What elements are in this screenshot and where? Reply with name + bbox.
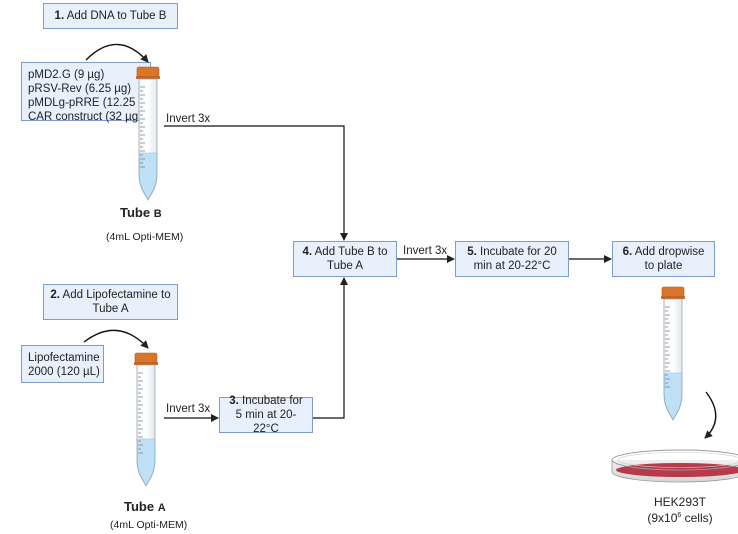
invert-label-step-4: Invert 3x (403, 245, 448, 257)
arrow-step-3-to-step-4 (313, 277, 348, 419)
step-4-text: Add Tube B to Tube A (314, 246, 388, 272)
tube-a-icon (133, 352, 159, 487)
reagent-b-4: CAR construct (32 µg) (28, 111, 142, 123)
reagent-a-2: 2000 (120 µL) (28, 366, 100, 378)
tube-b-icon (135, 66, 161, 201)
tube-b-subtitle: (4mL Opti-MEM) (106, 231, 184, 243)
tube-a-letter: A (157, 502, 166, 514)
step-1-number: 1. (54, 10, 65, 22)
step-3-text: Incubate for 5 min at 20-22°C (235, 395, 303, 435)
curved-arrow-into-plate (704, 391, 717, 439)
step-5-number: 5. (467, 246, 477, 258)
curved-arrow-into-tube-b (85, 43, 149, 63)
step-2-text: Add Lipofectamine to Tube A (62, 289, 171, 315)
plate-label: HEK293T (9x106 cells) (638, 495, 722, 525)
step-3-number: 3. (229, 395, 239, 407)
step-5-box: 5. Incubate for 20 min at 20-22°C (455, 241, 569, 277)
plate-cell-line: HEK293T (653, 495, 707, 509)
reagent-b-2: pRSV-Rev (6.25 µg) (28, 83, 132, 95)
step-5-text: Incubate for 20 min at 20-22°C (473, 246, 557, 272)
tube-b-letter: B (153, 208, 162, 220)
tube-a-subtitle: (4mL Opti-MEM) (110, 519, 188, 531)
reagent-a-1: Lipofectamine (28, 352, 100, 364)
invert-label-tube-b: Invert 3x (166, 113, 211, 125)
tube-a-reagent-list: Lipofectamine 2000 (120 µL) (21, 345, 104, 383)
plate-cell-count: (9x106 cells) (647, 511, 713, 525)
step-2-box: 2. Add Lipofectamine to Tube A (43, 284, 178, 320)
step-3-box: 3. Incubate for 5 min at 20-22°C (219, 395, 313, 435)
step-6-box: 6. Add dropwise to plate (612, 241, 715, 277)
final-tube-icon (660, 286, 686, 421)
tube-a-title-word: Tube (124, 499, 155, 514)
step-6-text: Add dropwise to plate (634, 246, 705, 272)
step-1-text: Add DNA to Tube B (66, 10, 167, 22)
step-2-number: 2. (50, 289, 60, 301)
invert-label-tube-a: Invert 3x (166, 403, 211, 415)
step-1-box: 1. Add DNA to Tube B (43, 3, 178, 29)
arrow-tube-b-to-step-4 (164, 125, 348, 241)
reagent-b-3: pMDLg-pRRE (12.25 µg) (28, 97, 156, 109)
curved-arrow-into-tube-a (83, 329, 149, 349)
tube-b-reagent-list: pMD2.G (9 µg) pRSV-Rev (6.25 µg) pMDLg-p… (21, 62, 156, 123)
reagent-b-1: pMD2.G (9 µg) (28, 69, 105, 81)
tube-b-title-word: Tube (120, 205, 151, 220)
tube-a-title: Tube A (124, 499, 166, 514)
culture-plate-icon (611, 449, 738, 483)
step-4-box: 4. Add Tube B to Tube A (293, 241, 397, 277)
step-6-number: 6. (622, 246, 633, 258)
step-4-number: 4. (302, 246, 313, 258)
tube-b-title: Tube B (120, 205, 162, 220)
